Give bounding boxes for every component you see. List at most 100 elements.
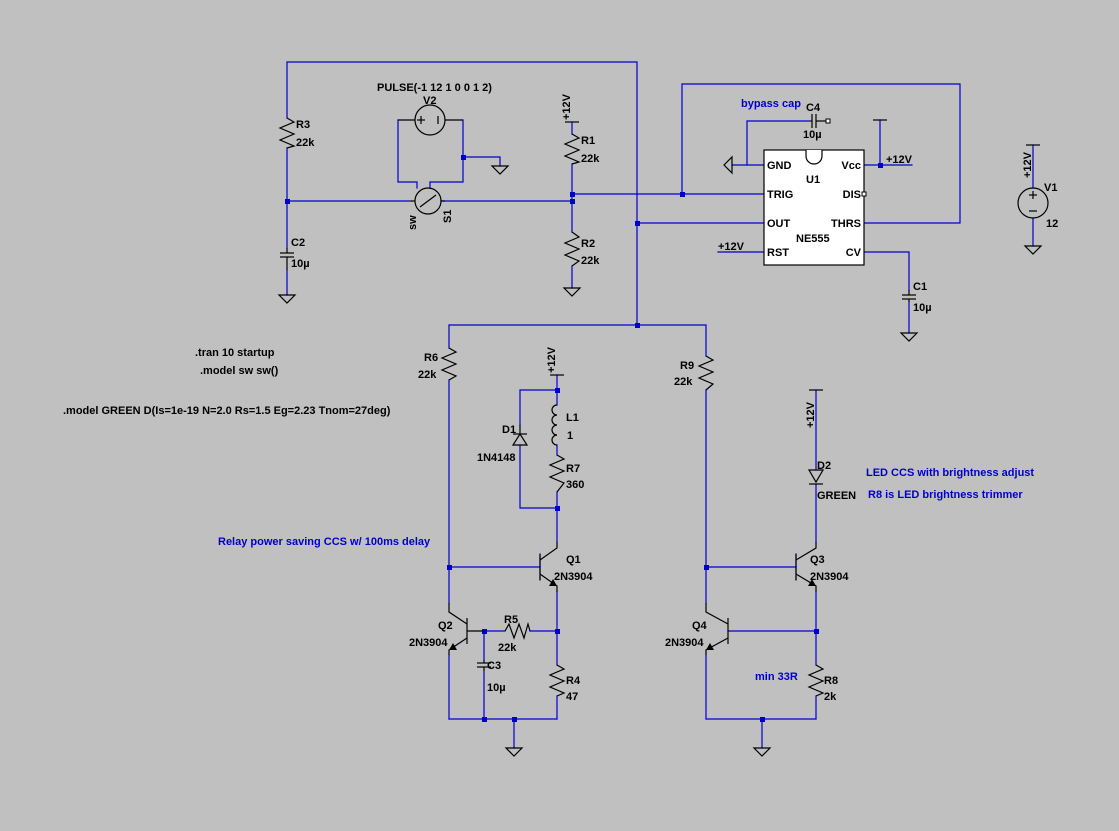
power-flag-d2: +12V	[805, 401, 817, 428]
svg-text:Q2: Q2	[438, 620, 453, 632]
resistor-r8: R8 2k	[807, 664, 838, 703]
svg-text:R8: R8	[824, 675, 838, 687]
power-flag-v1: +12V	[1022, 151, 1034, 178]
svg-text:V2: V2	[423, 95, 436, 107]
svg-text:1N4148: 1N4148	[477, 452, 516, 464]
svg-text:12: 12	[1046, 218, 1058, 230]
npn-transistor-q4: Q4 2N3904	[665, 603, 729, 655]
svg-text:22k: 22k	[674, 376, 693, 388]
resistor-r4: R4 47	[548, 664, 581, 703]
svg-text:DIS: DIS	[843, 189, 861, 201]
svg-text:RST: RST	[767, 247, 789, 259]
comment-relay-ccs: Relay power saving CCS w/ 100ms delay	[218, 536, 431, 548]
pulse-source-v2: PULSE(-1 12 1 0 0 1 2) V2	[377, 82, 492, 136]
voltage-source-v1: V1 12	[1017, 182, 1058, 230]
inductor-l1: L1 1	[551, 404, 579, 446]
svg-text:22k: 22k	[581, 153, 600, 165]
wires	[286, 61, 1034, 749]
power-flags: +12V +12V +12V +12V +12V +12V	[546, 93, 1040, 428]
junctions	[285, 155, 883, 722]
svg-text:2N3904: 2N3904	[554, 571, 593, 583]
svg-text:OUT: OUT	[767, 218, 791, 230]
svg-text:Q3: Q3	[810, 554, 825, 566]
resistor-r7: R7 360	[548, 454, 584, 493]
directive-tran: .tran 10 startup	[195, 347, 275, 359]
svg-text:10µ: 10µ	[913, 302, 932, 314]
svg-text:22k: 22k	[418, 369, 437, 381]
svg-text:10µ: 10µ	[291, 258, 310, 270]
svg-text:1: 1	[567, 430, 573, 442]
svg-text:22k: 22k	[296, 137, 315, 149]
svg-text:Q1: Q1	[566, 554, 581, 566]
comments: bypass cap Relay power saving CCS w/ 100…	[218, 98, 1034, 683]
svg-text:22k: 22k	[498, 642, 517, 654]
ground-symbols	[277, 155, 1043, 757]
svg-text:R7: R7	[566, 463, 580, 475]
svg-text:CV: CV	[846, 247, 862, 259]
svg-text:2N3904: 2N3904	[665, 637, 704, 649]
diode-d1: D1 1N4148	[477, 424, 529, 464]
resistor-r6: R6 22k	[418, 347, 458, 381]
svg-text:U1: U1	[806, 174, 820, 186]
capacitor-c3: C3 10µ	[477, 660, 506, 694]
power-flag-l1: +12V	[546, 346, 558, 373]
directive-model-sw: .model sw sw()	[200, 365, 279, 377]
svg-text:R2: R2	[581, 238, 595, 250]
svg-text:GND: GND	[767, 160, 792, 172]
svg-text:Q4: Q4	[692, 620, 708, 632]
power-flag-rst: +12V	[718, 241, 745, 253]
npn-transistor-q3: Q3 2N3904	[795, 542, 849, 592]
comment-led-ccs: LED CCS with brightness adjust	[866, 467, 1034, 479]
comment-bypass-cap: bypass cap	[741, 98, 801, 110]
capacitor-c2: C2 10µ	[280, 237, 310, 270]
svg-text:GREEN: GREEN	[817, 490, 856, 502]
svg-text:R4: R4	[566, 675, 581, 687]
capacitor-c4: C4 10µ	[803, 102, 831, 141]
svg-text:S1: S1	[442, 210, 454, 223]
svg-text:C1: C1	[913, 281, 927, 293]
voltage-switch-s1: sw S1	[407, 187, 454, 230]
svg-text:10µ: 10µ	[803, 129, 822, 141]
svg-text:10µ: 10µ	[487, 682, 506, 694]
resistor-r5: R5 22k	[498, 614, 531, 654]
comment-min-33r: min 33R	[755, 671, 798, 683]
svg-text:R3: R3	[296, 119, 310, 131]
resistor-r9: R9 22k	[674, 355, 715, 391]
svg-text:R9: R9	[680, 360, 694, 372]
svg-text:V1: V1	[1044, 182, 1057, 194]
resistor-r1: R1 22k	[563, 133, 600, 165]
led-d2: D2 GREEN	[807, 460, 856, 502]
svg-text:THRS: THRS	[831, 218, 861, 230]
svg-text:C3: C3	[487, 660, 501, 672]
capacitor-c1: C1 10µ	[902, 281, 932, 314]
svg-text:C2: C2	[291, 237, 305, 249]
npn-transistor-q2: Q2 2N3904	[409, 603, 484, 655]
svg-text:PULSE(-1 12 1 0 0 1 2): PULSE(-1 12 1 0 0 1 2)	[377, 82, 492, 94]
npn-transistor-q1: Q1 2N3904	[539, 542, 593, 592]
resistor-r3: R3 22k	[278, 117, 315, 149]
svg-text:D1: D1	[502, 424, 516, 436]
svg-text:Vcc: Vcc	[841, 160, 861, 172]
svg-text:360: 360	[566, 479, 584, 491]
svg-text:2k: 2k	[824, 691, 837, 703]
svg-text:R6: R6	[424, 352, 438, 364]
svg-text:NE555: NE555	[796, 233, 830, 245]
ic-u1-ne555: GND TRIG OUT RST Vcc DIS THRS CV U1 NE55…	[763, 149, 867, 266]
resistor-r2: R2 22k	[563, 231, 600, 267]
directive-model-green: .model GREEN D(Is=1e-19 N=2.0 Rs=1.5 Eg=…	[63, 405, 391, 417]
svg-text:R1: R1	[581, 135, 595, 147]
svg-text:22k: 22k	[581, 255, 600, 267]
svg-text:D2: D2	[817, 460, 831, 472]
svg-text:sw: sw	[407, 215, 419, 230]
svg-text:L1: L1	[566, 412, 579, 424]
svg-text:2N3904: 2N3904	[409, 637, 448, 649]
spice-directives: .tran 10 startup .model sw sw() .model G…	[63, 347, 391, 417]
svg-text:C4: C4	[806, 102, 821, 114]
power-flag-vcc: +12V	[886, 154, 913, 166]
svg-text:2N3904: 2N3904	[810, 571, 849, 583]
svg-text:TRIG: TRIG	[767, 189, 793, 201]
comment-r8-trimmer: R8 is LED brightness trimmer	[868, 489, 1023, 501]
svg-text:47: 47	[566, 691, 578, 703]
power-flag-r1: +12V	[561, 93, 573, 120]
